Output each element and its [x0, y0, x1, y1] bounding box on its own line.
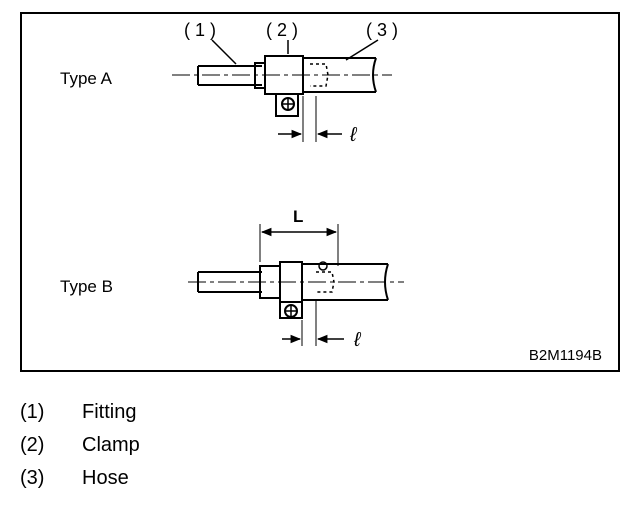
callout-1: ( 1 )	[184, 20, 216, 40]
legend-item-label: Hose	[82, 467, 129, 489]
type-b-dim-small-label: ℓ	[353, 329, 362, 351]
legend-item-label: Fitting	[82, 401, 137, 423]
legend-item-hose: (3) Hose	[20, 462, 140, 495]
legend-item-number: (2)	[20, 434, 45, 456]
type-b-dim-large-label: L	[293, 207, 303, 226]
legend-item-clamp: (2) Clamp	[20, 429, 140, 462]
figure-frame	[20, 12, 620, 372]
type-b-assembly	[188, 224, 404, 346]
type-b-hose	[302, 261, 389, 301]
legend-item-label: Clamp	[82, 434, 140, 456]
legend-item-fitting: (1) Fitting	[20, 396, 140, 429]
type-a-hose	[303, 57, 377, 93]
type-a-clamp-screw-icon	[281, 97, 295, 111]
legend-list: (1) Fitting (2) Clamp (3) Hose	[20, 396, 140, 495]
hose-clamp-diagram: Type A Type B ( 1 ) ( 2 ) ( 3 ) ℓ L ℓ B2…	[20, 12, 620, 372]
type-a-label: Type A	[60, 69, 113, 88]
callout-3: ( 3 )	[366, 20, 398, 40]
callout-2: ( 2 )	[266, 20, 298, 40]
type-b-clamp-screw-icon	[284, 304, 298, 318]
figure-code: B2M1194B	[529, 347, 602, 364]
legend-item-number: (1)	[20, 401, 45, 423]
legend-item-number: (3)	[20, 467, 45, 489]
type-a-dim-small-label: ℓ	[349, 124, 358, 146]
type-b-label: Type B	[60, 277, 113, 296]
type-b-clamp	[279, 261, 303, 319]
type-a-clamp	[264, 55, 304, 117]
type-a-assembly	[172, 39, 392, 142]
